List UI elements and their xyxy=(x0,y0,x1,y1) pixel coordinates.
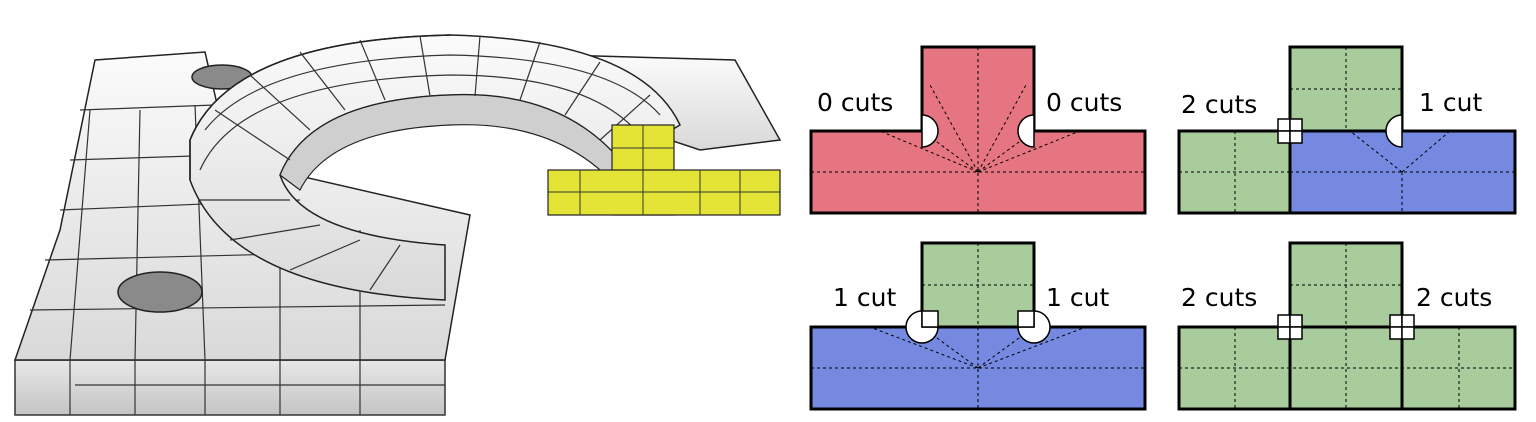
panel-4-left-label: 2 cuts xyxy=(1181,283,1257,312)
panel-two-one-cuts: 2 cuts 1 cut xyxy=(1177,45,1517,215)
panel-2-left-label: 2 cuts xyxy=(1181,90,1257,119)
panel-1-left-label: 0 cuts xyxy=(817,88,893,117)
panel-zero-cuts: 0 cuts 0 cuts xyxy=(809,45,1147,215)
panel-4-right-label: 2 cuts xyxy=(1416,283,1492,312)
panel-1-right-label: 0 cuts xyxy=(1046,88,1122,117)
panel-3-right-label: 1 cut xyxy=(1046,283,1109,312)
highlighted-cube-block xyxy=(547,124,781,216)
panel-3-left-label: 1 cut xyxy=(833,283,896,312)
panel-2-right-label: 1 cut xyxy=(1419,88,1482,117)
panel-two-two-cuts: 2 cuts 2 cuts xyxy=(1177,241,1517,411)
panel-one-one-cuts: 1 cut 1 cut xyxy=(809,241,1147,411)
hex-mesh-render-icon xyxy=(13,34,782,416)
